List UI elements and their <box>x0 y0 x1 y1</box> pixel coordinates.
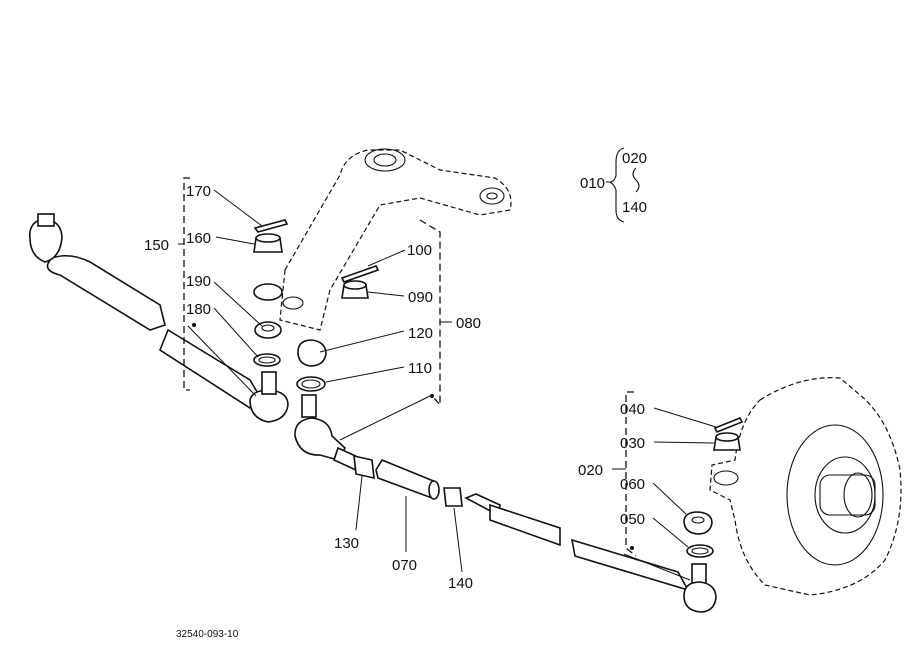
part-120-seal <box>297 339 327 367</box>
label-140: 140 <box>448 575 473 592</box>
part-180-ring <box>253 353 281 367</box>
label-170: 170 <box>186 183 211 200</box>
label-090: 090 <box>408 289 433 306</box>
group-010-bracket <box>606 147 640 223</box>
leader-dot <box>430 394 434 398</box>
part-040-pin <box>713 416 744 434</box>
label-080: 080 <box>456 315 481 332</box>
drawing-code: 32540-093-10 <box>176 629 239 640</box>
label-190: 190 <box>186 273 211 290</box>
part-160-nut <box>253 233 283 253</box>
leader-dot <box>192 323 196 327</box>
arm-eye-bushing <box>253 283 304 310</box>
center-ball-joint <box>294 394 361 472</box>
label-020: 020 <box>578 462 603 479</box>
part-030-nut <box>713 432 741 451</box>
label-030: 030 <box>620 435 645 452</box>
label-010: 010 <box>580 175 605 192</box>
part-060-seal <box>683 511 713 535</box>
left-tie-rod <box>28 213 264 409</box>
group-150-bracket <box>178 177 190 391</box>
right-tie-rod <box>464 493 690 592</box>
label-040: 040 <box>620 401 645 418</box>
label-160: 160 <box>186 230 211 247</box>
part-070-sleeve <box>375 459 440 500</box>
part-090-nut <box>341 280 369 299</box>
label-150: 150 <box>144 237 169 254</box>
part-190-seal <box>254 321 282 339</box>
label-140-top: 140 <box>622 199 647 216</box>
part-130-nut <box>353 454 375 480</box>
label-020-top: 020 <box>622 150 647 167</box>
part-100-pin <box>340 265 380 283</box>
label-100: 100 <box>407 242 432 259</box>
label-110: 110 <box>408 360 432 377</box>
label-070: 070 <box>392 557 417 574</box>
leader-lines <box>187 189 717 581</box>
steering-knuckle <box>709 377 902 596</box>
part-110-ring <box>296 376 326 392</box>
group-080-bracket <box>419 219 452 407</box>
steering-arm <box>279 148 512 331</box>
label-180: 180 <box>186 301 211 318</box>
label-050: 050 <box>620 511 645 528</box>
label-120: 120 <box>408 325 433 342</box>
label-130: 130 <box>334 535 359 552</box>
part-050-ring <box>686 544 714 558</box>
right-ball-joint <box>683 563 717 613</box>
group-020-bracket <box>612 391 637 557</box>
label-060: 060 <box>620 476 645 493</box>
part-140-nut <box>443 487 463 507</box>
part-170-pin <box>253 219 289 233</box>
leader-dot <box>630 546 634 550</box>
left-ball-joint <box>249 371 289 423</box>
